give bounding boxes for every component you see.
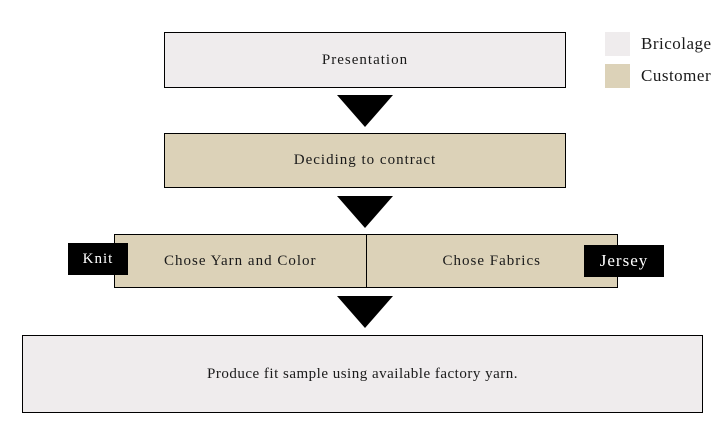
- yarn-color-label: Chose Yarn and Color: [163, 252, 317, 269]
- fabrics-cell: Chose Fabrics: [367, 235, 618, 287]
- deciding-step-box: Deciding to contract: [164, 133, 566, 188]
- deciding-label: Deciding to contract: [293, 152, 437, 168]
- fabrics-label: Chose Fabrics: [442, 252, 541, 269]
- legend-swatch-customer: [605, 64, 630, 88]
- down-arrow-icon: [337, 95, 393, 127]
- legend-item: Customer: [605, 64, 712, 88]
- knit-tag: Knit: [68, 243, 128, 275]
- choose-row-box: Chose Yarn and Color Chose Fabrics: [114, 234, 618, 288]
- produce-step-box: Produce fit sample using available facto…: [22, 335, 703, 413]
- produce-label: Produce fit sample using available facto…: [207, 365, 518, 382]
- yarn-color-cell: Chose Yarn and Color: [115, 235, 367, 287]
- jersey-tag-label: Jersey: [599, 251, 649, 270]
- legend-swatch-bricolage: [605, 32, 630, 56]
- legend-label: Bricolage: [641, 34, 712, 53]
- jersey-tag: Jersey: [584, 245, 664, 277]
- down-arrow-icon: [337, 196, 393, 228]
- presentation-step-box: Presentation: [164, 32, 566, 88]
- legend: Bricolage Customer: [605, 32, 712, 96]
- legend-label: Customer: [641, 66, 712, 85]
- presentation-label: Presentation: [321, 51, 409, 68]
- legend-item: Bricolage: [605, 32, 712, 56]
- down-arrow-icon: [337, 296, 393, 328]
- knit-tag-label: Knit: [82, 250, 114, 267]
